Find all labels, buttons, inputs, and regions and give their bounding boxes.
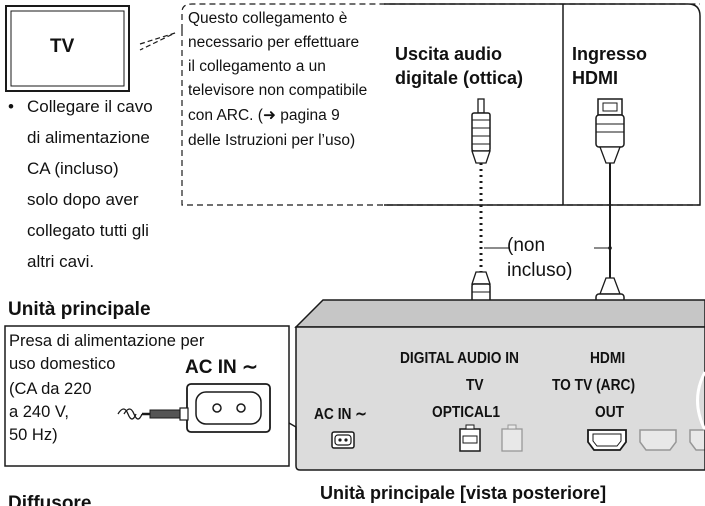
cable-note-line-2: incluso) [507,260,573,281]
hdmi-line-3: OUT [595,404,625,421]
ac-inlet-port-icon [331,431,355,449]
ac-inlet-large-icon [186,383,271,433]
instruction-line-5: collegato tutti gli [27,221,149,240]
instruction-line-1: Collegare il cavo [27,97,153,116]
note-line-2: necessario per effettuare [188,34,360,51]
speaker-label: Diffusore [8,493,92,506]
note-line-1: Questo collegamento è [188,10,348,27]
outlet-line-2: uso domestico [9,355,116,373]
note-line-3: il collegamento a un [188,58,326,75]
rear-view-caption: Unità principale [vista posteriore] [320,483,607,503]
instruction-line-4: solo dopo aver [27,190,139,209]
digital-audio-line-3: OPTICAL1 [432,404,501,421]
tv-input-line-2: HDMI [572,68,618,88]
hdmi-line-2: TO TV (ARC) [552,377,636,394]
note-line-4: televisore non compatibile [188,82,368,99]
note-leader-line [139,32,176,51]
outlet-line-4: a 240 V, [9,403,69,421]
ac-in-large-label: AC IN ∼ [185,357,258,378]
main-unit-label: Unità principale [8,299,151,320]
hdmi-port-2-icon [639,429,677,451]
ac-in-small-label: AC IN ∼ [314,406,367,423]
cable-note-line-1: (non [507,235,546,256]
instruction-bullet: • [8,97,14,116]
tv-output-line-1: Uscita audio [395,44,503,64]
note-line-6: delle Istruzioni per l’uso) [188,132,356,149]
hdmi-port-3-icon [689,429,705,451]
power-cord-icon [117,407,189,421]
outlet-line-5: 50 Hz) [9,426,58,444]
instruction-line-2: di alimentazione [27,128,150,147]
outlet-line-3: (CA da 220 [9,380,92,398]
hdmi-plug-tv-icon [595,98,625,164]
tv-label: TV [50,36,75,57]
instruction-line-3: CA (incluso) [27,159,119,178]
note-line-5: con ARC. (➜ pagina 9 [188,107,340,124]
optical-port-2-icon [501,424,523,452]
digital-audio-line-1: DIGITAL AUDIO IN [400,350,520,367]
tv-output-line-2: digitale (ottica) [395,68,524,88]
hdmi-line-1: HDMI [590,350,626,367]
tv-input-line-1: Ingresso [572,44,648,64]
callout-pointer [288,422,297,440]
optical-port-icon [459,424,481,452]
digital-audio-line-2: TV [466,377,484,394]
speaker-label-clip: Diffusore [8,492,148,506]
outlet-line-1: Presa di alimentazione per [9,332,205,350]
optical-plug-tv-icon [471,98,491,164]
instruction-line-6: altri cavi. [27,252,95,271]
tv-icon [5,5,130,92]
tv-rear-panel [384,3,701,206]
hdmi-out-port-icon [587,429,627,451]
